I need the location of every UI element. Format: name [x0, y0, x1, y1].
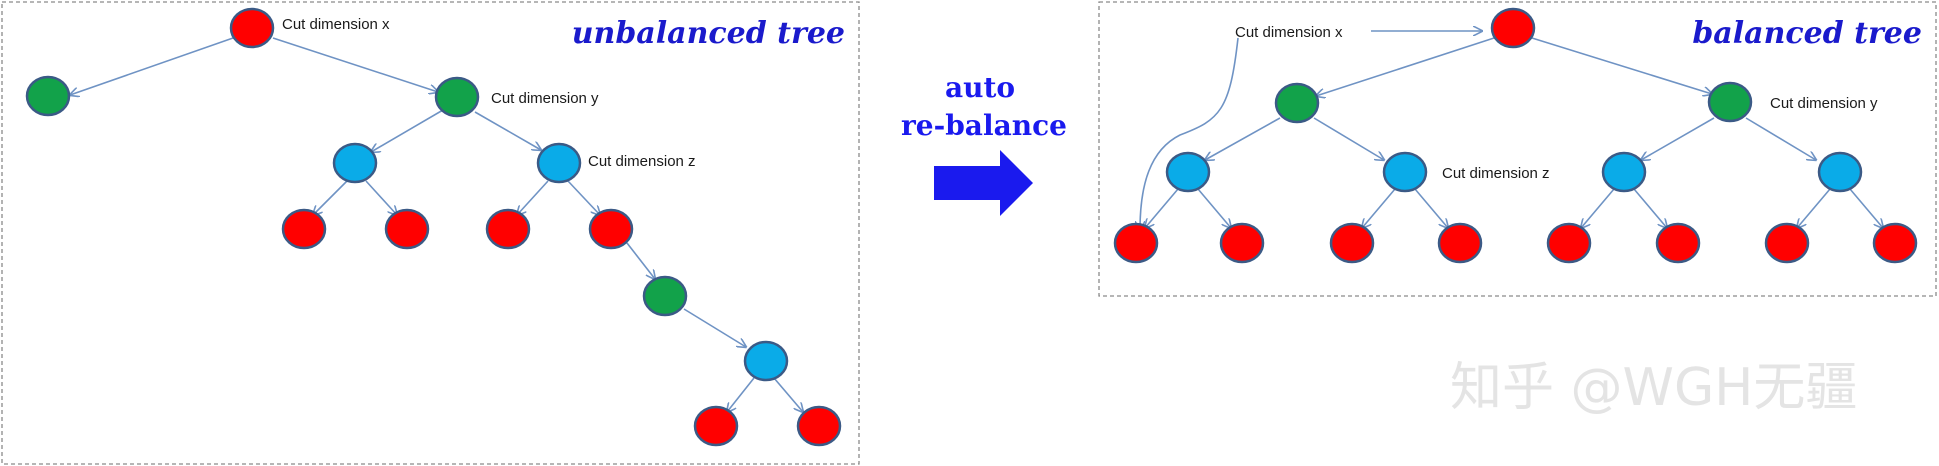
node-red: [485, 208, 531, 250]
balanced-tree-edges: [1140, 31, 1883, 230]
edge: [1581, 188, 1615, 228]
balanced-label-cut-z: Cut dimension z: [1442, 165, 1550, 182]
edge: [683, 308, 746, 347]
node-red: [1219, 222, 1265, 264]
rebalance-label-line2: re-balance: [901, 109, 1067, 142]
node-red: [1655, 222, 1701, 264]
node-blue: [1817, 151, 1863, 193]
edge: [1849, 188, 1883, 228]
edge: [1745, 117, 1816, 160]
edge: [773, 377, 803, 412]
unbalanced-label-cut-z: Cut dimension z: [588, 153, 696, 170]
edge: [626, 242, 655, 279]
balanced-tree-nodes: [1113, 7, 1918, 264]
unbalanced-label-cut-y: Cut dimension y: [491, 90, 599, 107]
edge: [1197, 188, 1231, 228]
edge: [1414, 188, 1448, 228]
node-blue: [332, 142, 378, 184]
node-green: [25, 75, 71, 117]
edge: [371, 109, 444, 152]
edge: [1145, 188, 1179, 228]
edge: [474, 111, 541, 150]
node-red: [281, 208, 327, 250]
edge: [1316, 37, 1495, 96]
edge: [1205, 117, 1281, 160]
balanced-label-cut-y: Cut dimension y: [1770, 95, 1878, 112]
node-green: [434, 76, 480, 118]
balanced-label-cut-x: Cut dimension x: [1235, 24, 1343, 41]
balanced-tree-title: balanced tree: [1692, 16, 1922, 51]
balanced-tree-frame: [1098, 1, 1937, 297]
unbalanced-tree-edges: [70, 37, 803, 412]
unbalanced-tree-nodes: [25, 7, 842, 447]
node-red: [1113, 222, 1159, 264]
node-red: [1437, 222, 1483, 264]
edge: [727, 377, 755, 412]
edge: [313, 180, 348, 215]
node-green: [642, 275, 688, 317]
node-red: [384, 208, 430, 250]
node-blue: [1165, 151, 1211, 193]
edge: [1362, 188, 1396, 228]
edge: [1633, 188, 1667, 228]
edge: [1797, 188, 1831, 228]
node-blue: [743, 340, 789, 382]
node-red: [796, 405, 842, 447]
edge: [517, 180, 549, 215]
node-red: [1329, 222, 1375, 264]
rebalance-label-line1: auto: [945, 71, 1015, 104]
edge: [567, 180, 600, 215]
node-green: [1707, 81, 1753, 123]
edge: [70, 37, 234, 95]
node-red: [1546, 222, 1592, 264]
node-red-root: [1490, 7, 1536, 49]
node-blue: [1601, 151, 1647, 193]
edge: [1140, 37, 1239, 230]
edge: [1313, 117, 1384, 160]
edge: [272, 37, 438, 92]
node-green: [1274, 82, 1320, 124]
unbalanced-tree-frame: [1, 1, 860, 465]
node-blue: [536, 142, 582, 184]
node-red: [1872, 222, 1918, 264]
node-red-root: [229, 7, 275, 49]
unbalanced-tree-title: unbalanced tree: [572, 16, 845, 51]
right-arrow-icon: [934, 150, 1033, 216]
node-red: [588, 208, 634, 250]
unbalanced-label-cut-x: Cut dimension x: [282, 16, 390, 33]
node-blue: [1382, 151, 1428, 193]
node-red: [693, 405, 739, 447]
edge: [1641, 117, 1715, 160]
edge: [365, 180, 397, 215]
edge: [1531, 37, 1712, 94]
node-red: [1764, 222, 1810, 264]
watermark-text: 知乎 @WGH无疆: [1450, 358, 1857, 418]
